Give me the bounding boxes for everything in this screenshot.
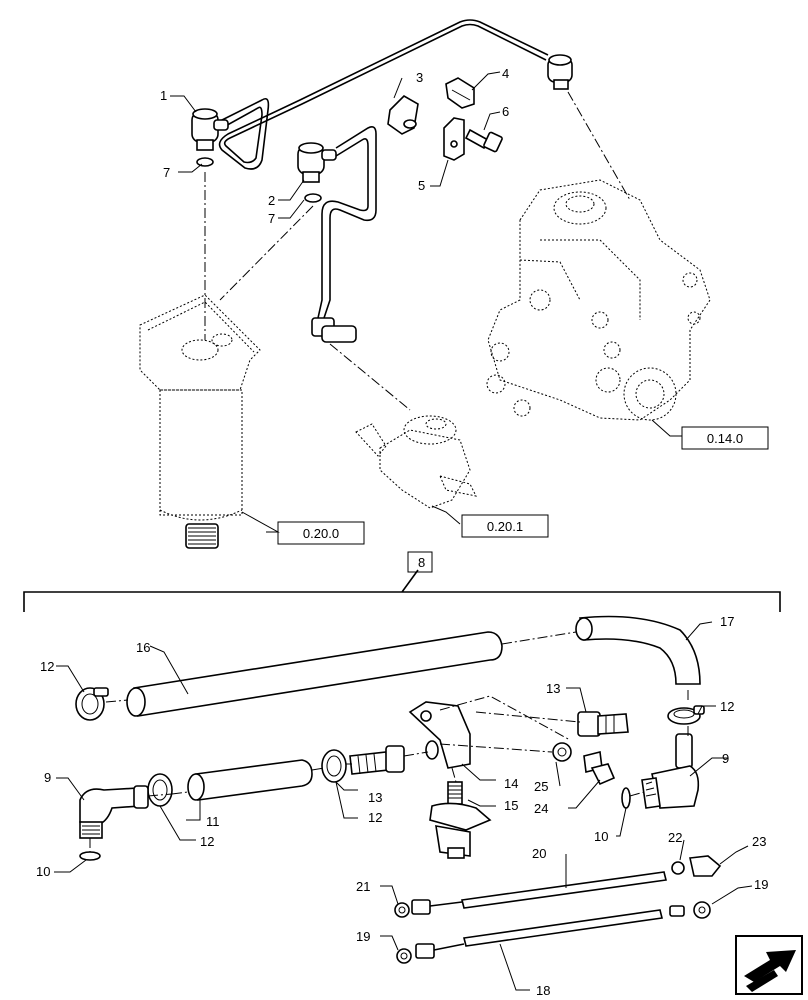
callout-13a: 13: [368, 790, 382, 805]
mounting-bracket-14: [408, 701, 471, 769]
kit-bracket: [23, 569, 781, 612]
callout-8-box: [407, 551, 433, 573]
callout-9a: 9: [44, 770, 51, 785]
callout-4: 4: [502, 66, 509, 81]
ref-box-filter[interactable]: 0.20.0: [277, 521, 365, 545]
ref-box-injection-pump[interactable]: 0.14.0: [681, 426, 769, 450]
ref-label-lift-pump: 0.20.1: [487, 519, 523, 534]
callout-9b: 9: [722, 751, 729, 766]
callout-1: 1: [160, 88, 167, 103]
banjo-fitting-2: [297, 142, 337, 183]
callout-5: 5: [418, 178, 425, 193]
callout-11: 11: [206, 814, 220, 829]
center-lines-top: [204, 91, 631, 411]
ref-label-filter: 0.20.0: [303, 526, 339, 541]
callout-10a: 10: [36, 864, 50, 879]
callout-12c: 12: [200, 834, 214, 849]
hose-connector-13b: [577, 711, 629, 737]
hose-11: [187, 759, 313, 801]
sensor-15: [429, 781, 492, 859]
callout-7a: 7: [163, 165, 170, 180]
banjo-fitting-1: [191, 108, 229, 151]
callout-17: 17: [720, 614, 734, 629]
sealing-washer-7a: [196, 157, 214, 167]
callout-15: 15: [504, 798, 518, 813]
bolt-6: [464, 128, 503, 153]
clip-3: [387, 95, 419, 135]
hose-bend-17: [575, 615, 701, 685]
o-ring-10b: [621, 787, 631, 809]
callout-12a: 12: [40, 659, 54, 674]
callout-19a: 19: [754, 877, 768, 892]
callout-2: 2: [268, 193, 275, 208]
callout-20: 20: [532, 846, 546, 861]
callout-7b: 7: [268, 211, 275, 226]
callout-21: 21: [356, 879, 370, 894]
ref-label-injection-pump: 0.14.0: [707, 431, 743, 446]
ref-box-lift-pump[interactable]: 0.20.1: [461, 514, 549, 538]
fuel-filter-outline: [139, 294, 261, 521]
callout-24: 24: [534, 801, 548, 816]
filter-drain-thread: [185, 523, 219, 549]
terminal-nut-22: [671, 861, 685, 875]
washer-25: [552, 742, 572, 762]
center-lines-bottom: [89, 631, 689, 852]
lift-pump-outline: [355, 415, 477, 509]
callout-3: 3: [416, 70, 423, 85]
leader-lines: [54, 71, 753, 991]
sealing-washer-7b: [304, 193, 322, 203]
callout-10b: 10: [594, 829, 608, 844]
hose-clamp-12c: [147, 773, 173, 807]
clip-4: [445, 77, 475, 109]
lift-pump-pipe-fitting: [311, 317, 357, 343]
callout-25: 25: [534, 779, 548, 794]
bolt-24: [583, 751, 616, 786]
callout-16: 16: [136, 640, 150, 655]
fuel-pipe-long: [217, 19, 549, 170]
bracket-5: [443, 117, 465, 161]
pump-inlet-fitting: [547, 54, 573, 90]
hose-clamp-12a: [75, 687, 109, 721]
callout-14: 14: [504, 776, 518, 791]
callout-6: 6: [502, 104, 509, 119]
cable-20: [394, 871, 667, 918]
elbow-fitting-9b: [641, 733, 700, 809]
callout-numbers: 1 7 2 7 3 4 6 5 8 12 16 17 12 13 9 9 10 …: [36, 66, 768, 998]
callout-8: 8: [418, 555, 425, 570]
callout-12d: 12: [368, 810, 382, 825]
ring-terminal-19: [669, 901, 711, 919]
hose-clamp-12b: [667, 705, 705, 725]
callout-18: 18: [536, 983, 550, 998]
terminal-23: [689, 855, 722, 877]
callout-23: 23: [752, 834, 766, 849]
hose-connector-13a: [349, 745, 405, 775]
hose-clamp-12d: [321, 749, 347, 783]
cable-18: [396, 909, 663, 964]
o-ring-10a: [79, 851, 101, 861]
callout-12b: 12: [720, 699, 734, 714]
arrow-icon[interactable]: [735, 935, 803, 995]
injection-pump-outline: [486, 179, 711, 421]
elbow-fitting-9a: [79, 785, 149, 839]
fuel-pipe-short: [317, 126, 377, 319]
hose-16: [126, 631, 503, 717]
callout-22: 22: [668, 830, 682, 845]
callout-13b: 13: [546, 681, 560, 696]
callout-19b: 19: [356, 929, 370, 944]
